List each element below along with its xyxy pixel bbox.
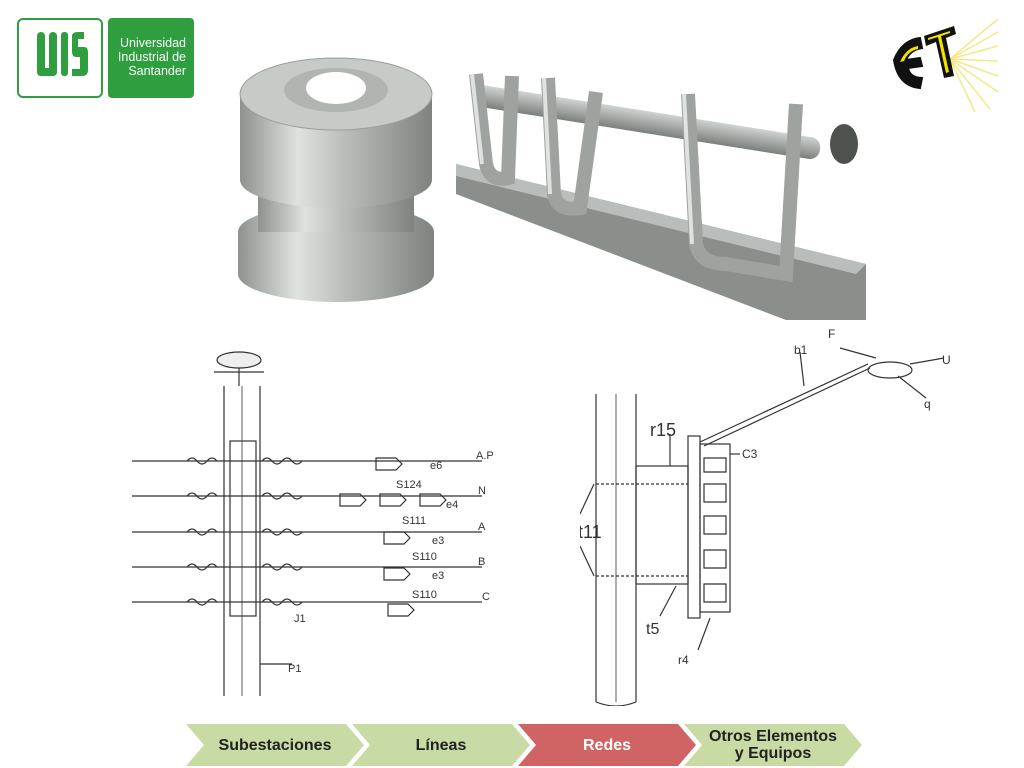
nav-chevron-shape bbox=[352, 724, 530, 766]
nav-redes[interactable]: Redes bbox=[518, 724, 696, 766]
nav-chevron-shape bbox=[684, 724, 862, 766]
label-j1: J1 bbox=[294, 613, 306, 625]
nav-otros-elementos[interactable]: Otros Elementos y Equipos bbox=[684, 724, 862, 766]
nav-lineas[interactable]: Líneas bbox=[352, 724, 530, 766]
label-r15: r15 bbox=[650, 420, 676, 440]
nav-chevron-shape bbox=[518, 724, 696, 766]
university-name-line-1: Universidad bbox=[119, 36, 186, 50]
label-e6: e6 bbox=[430, 460, 442, 472]
nav-chevron-shape bbox=[186, 724, 364, 766]
university-name-line-2: Industrial de bbox=[117, 50, 186, 64]
label-u: U bbox=[942, 353, 951, 367]
label-b: B bbox=[478, 556, 485, 568]
label-e3-a: e3 bbox=[432, 535, 444, 547]
label-q: q bbox=[924, 397, 931, 411]
label-f: F bbox=[828, 327, 835, 341]
secondary-rack-image bbox=[456, 73, 866, 320]
label-a: A bbox=[478, 521, 486, 533]
spool-insulator-image bbox=[238, 57, 434, 302]
label-b1: b1 bbox=[794, 343, 808, 357]
label-r4: r4 bbox=[678, 653, 689, 667]
uis-logo bbox=[17, 18, 103, 98]
label-s124: S124 bbox=[396, 479, 422, 491]
university-name-line-3: Santander bbox=[128, 64, 186, 78]
streetlight-rack-diagram: F b1 U q r15 C3 t11 t5 r4 bbox=[580, 327, 951, 706]
label-s110-b: S110 bbox=[412, 589, 437, 601]
label-t11: t11 bbox=[580, 522, 602, 542]
label-c: C bbox=[482, 591, 490, 603]
label-s110-a: S110 bbox=[412, 551, 437, 563]
nav-subestaciones[interactable]: Subestaciones bbox=[186, 724, 364, 766]
label-e3-b: e3 bbox=[432, 570, 444, 582]
nav-label-subestaciones: Subestaciones bbox=[218, 736, 332, 754]
nav-label-lineas: Líneas bbox=[415, 736, 467, 754]
label-t5: t5 bbox=[646, 621, 659, 638]
university-name: Universidad Industrial de Santander bbox=[108, 18, 194, 98]
line-pole-diagram: A.P N A B C e6 S124 e4 S111 e3 S110 e3 S… bbox=[132, 351, 494, 696]
label-s111: S111 bbox=[402, 515, 426, 527]
label-ap: A.P bbox=[476, 450, 494, 462]
label-p1: P1 bbox=[288, 663, 301, 675]
et-corner-logo bbox=[892, 18, 999, 113]
label-c3: C3 bbox=[742, 447, 758, 461]
label-n: N bbox=[478, 485, 486, 497]
label-e4: e4 bbox=[446, 499, 458, 511]
nav-label-otros-elementos: Otros Elementos y Equipos bbox=[708, 728, 838, 762]
uis-logo-icon bbox=[37, 32, 88, 76]
nav-label-redes: Redes bbox=[582, 736, 632, 754]
